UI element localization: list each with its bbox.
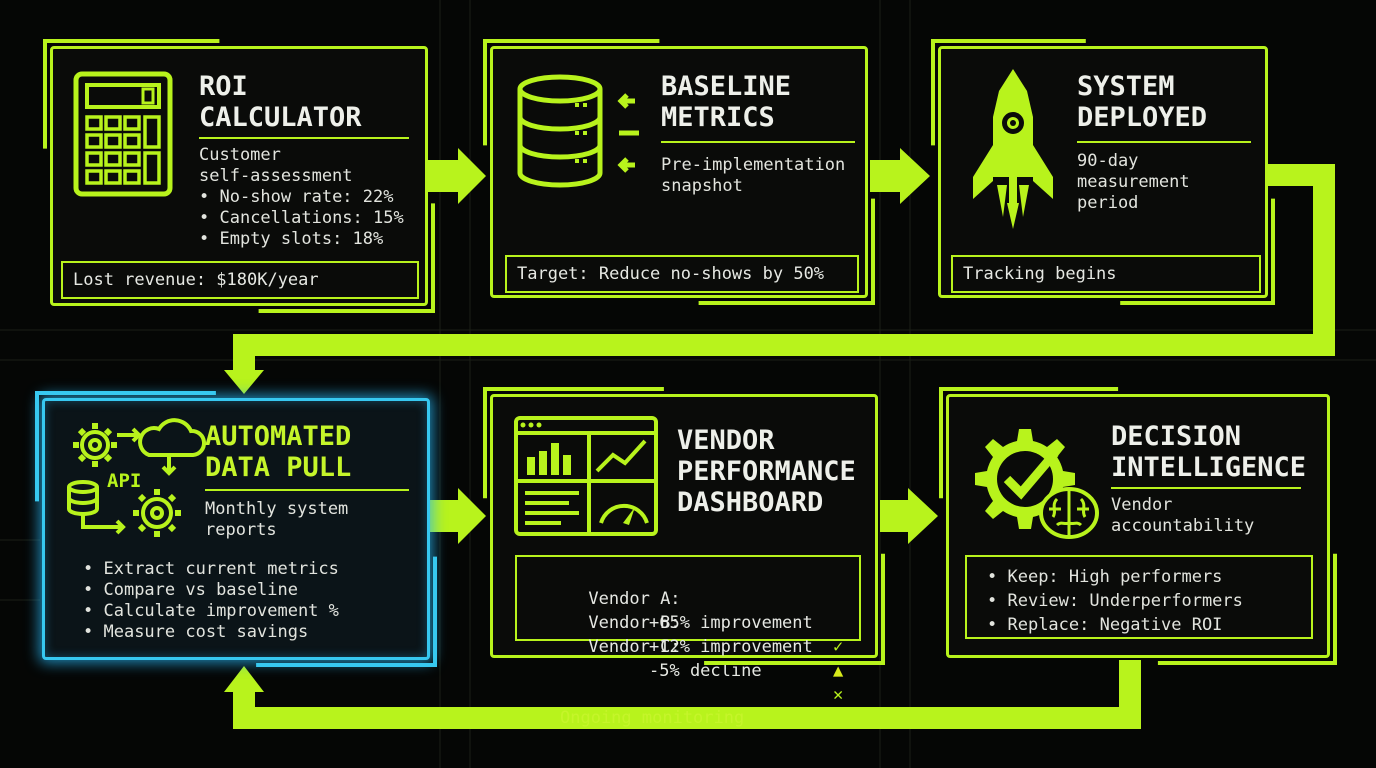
check-icon: ✓ [833,637,844,657]
api-label: API [107,470,141,492]
deployed-footer: Tracking begins [951,255,1261,293]
decision-bullets: Keep: High performers Review: Underperfo… [987,565,1243,637]
list-item: No-show rate: 22% [199,187,404,208]
vendor-result: +65% improvement [649,613,813,633]
list-item: Extract current metrics [83,559,338,580]
monitoring-loop-label: Ongoing monitoring [560,708,745,728]
arrow-monitoring-loop [233,660,1141,729]
vendor-result: +12% improvement [649,637,813,657]
decision-subtitle: Vendor accountability [1111,495,1255,536]
vendor-row-b: Vendor B: +12% improvement ▲ [527,587,843,707]
list-item: Measure cost savings [83,622,339,643]
database-icon [517,74,639,188]
gear-check-brain-icon [975,429,1099,539]
pull-bullets: Extract current metrics Compare vs basel… [83,559,339,643]
roi-divider [199,137,409,139]
arrow-deployed-to-pull [233,164,1335,378]
vendor-result: -5% decline [649,661,762,681]
vendor-name: Vendor B: [588,613,681,633]
vendor-name: Vendor C: [588,637,681,657]
deployed-subtitle: 90-day measurement period [1077,151,1190,213]
decision-actions-box: Keep: High performers Review: Underperfo… [965,555,1313,639]
list-item: Replace: Negative ROI [987,613,1243,637]
arrow-pull-to-dashboard [430,488,486,544]
roi-subtitle: Customer self-assessment [199,145,353,186]
vendor-row-c: Vendor C: -5% decline ✕ [527,611,843,731]
vendor-name: Vendor A: [588,589,681,609]
list-item: Empty slots: 18% [199,229,404,250]
warning-icon: ▲ [833,661,844,681]
arrow-dashboard-to-decision [880,488,938,544]
arrow-baseline-to-deployed [870,148,930,204]
baseline-footer: Target: Reduce no-shows by 50% [505,255,859,293]
list-item: Review: Underperformers [987,589,1242,613]
arrow-roi-to-baseline [428,148,486,204]
vendor-row-a: Vendor A: +65% improvement ✓ [527,563,843,683]
vendor-results-box: Vendor A: +65% improvement ✓ Vendor B: +… [515,555,861,705]
pull-divider [205,489,409,491]
baseline-subtitle: Pre-implementation snapshot [661,155,846,196]
dashboard-icon [514,416,658,536]
cross-icon: ✕ [833,685,844,705]
baseline-divider [661,141,855,143]
calculator-icon [73,71,173,197]
deployed-divider [1077,141,1251,143]
pull-subtitle: Monthly system reports [205,499,349,540]
decision-divider [1111,487,1301,489]
list-item: Calculate improvement % [83,601,338,622]
roi-footer: Lost revenue: $180K/year [61,261,419,299]
roi-bullets: No-show rate: 22% Cancellations: 15% Emp… [199,187,404,250]
api-integration-icon: API [67,418,206,537]
list-item: Keep: High performers [987,565,1243,589]
list-item: Cancellations: 15% [199,208,403,229]
list-item: Compare vs baseline [83,580,339,601]
rocket-icon [973,69,1053,229]
